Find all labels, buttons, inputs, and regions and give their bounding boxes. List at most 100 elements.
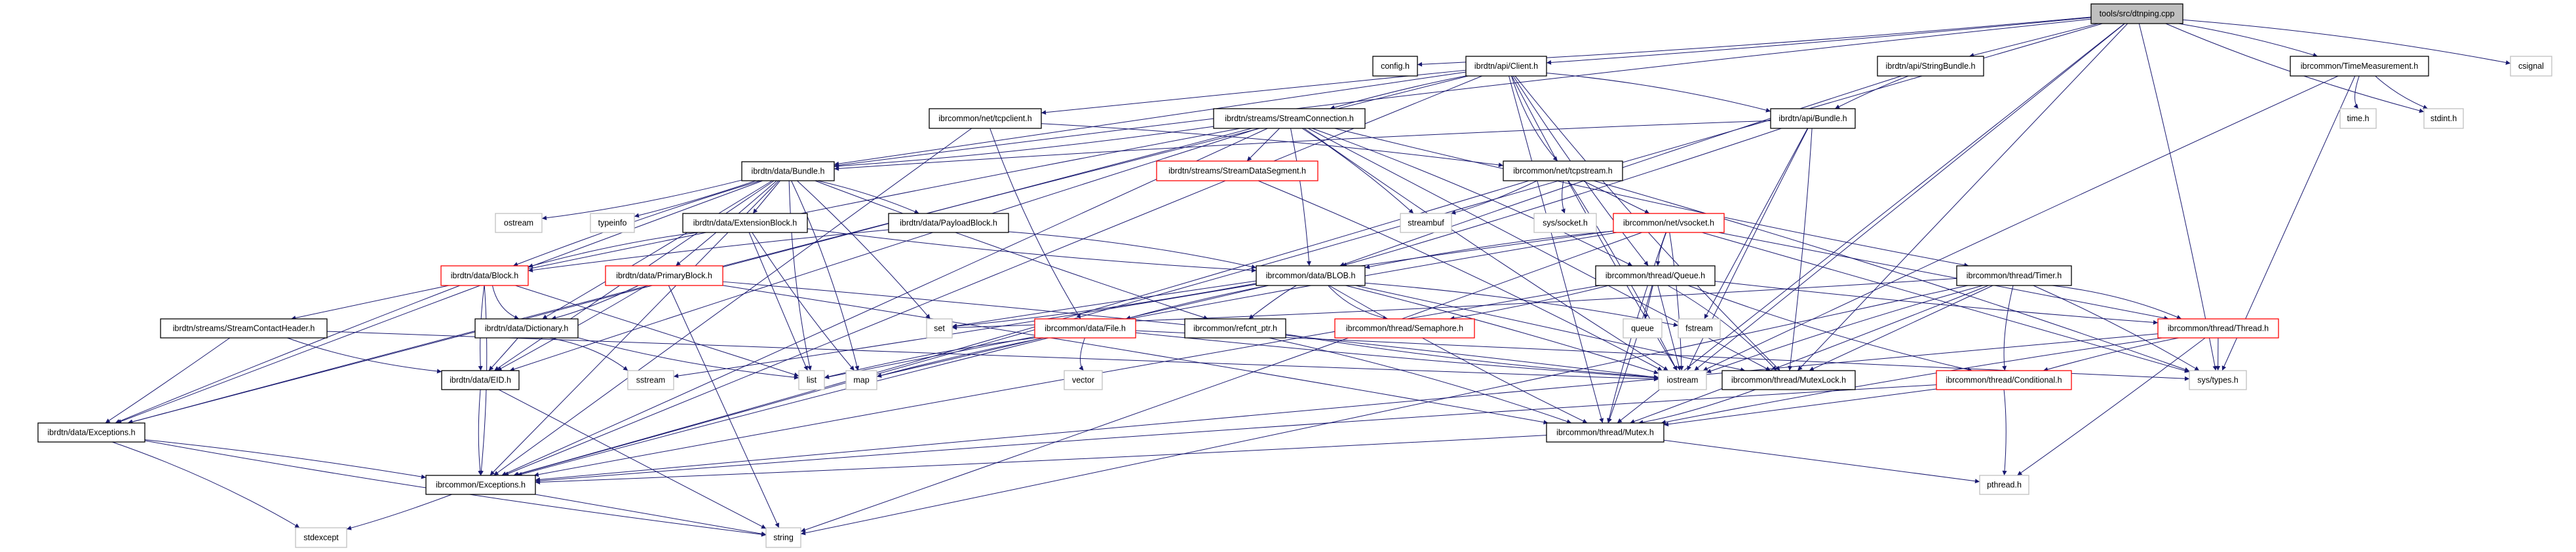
edge-queue_h-to-semaphore <box>1450 285 1609 321</box>
edge-dictionary-to-eid <box>488 337 518 371</box>
node-box <box>1334 318 1475 339</box>
node-streamcontactheader[interactable]: ibrdtn/streams/StreamContactHeader.h <box>160 318 328 339</box>
edge-file-to-iostream <box>1135 332 1659 380</box>
node-config[interactable]: config.h <box>1372 56 1418 77</box>
node-box <box>1623 318 1663 339</box>
node-mutexlock[interactable]: ibrcommon/thread/MutexLock.h <box>1721 370 1856 390</box>
edge-timer-to-mutexlock <box>1809 285 1993 371</box>
node-label: ibrdtn/data/Exceptions.h <box>47 428 135 437</box>
edge-dtnping-to-csignal <box>2182 19 2511 65</box>
edge-block-to-dictionary <box>491 285 520 320</box>
edge-thread-to-mutex <box>1661 337 2163 425</box>
node-label: pthread.h <box>1987 481 2022 490</box>
node-box <box>495 213 543 233</box>
node-label: string <box>773 533 794 542</box>
edge-timer-to-iostream <box>1706 285 1984 373</box>
node-exceptions[interactable]: ibrcommon/Exceptions.h <box>425 475 536 495</box>
edge-conditional-to-exceptions <box>535 384 1937 483</box>
node-queue_h[interactable]: ibrcommon/thread/Queue.h <box>1595 265 1716 286</box>
node-eid[interactable]: ibrdtn/data/EID.h <box>441 370 520 390</box>
edge-extensionblock-to-block <box>528 232 699 268</box>
node-mutex[interactable]: ibrcommon/thread/Mutex.h <box>1546 422 1664 443</box>
node-timer[interactable]: ibrcommon/thread/Timer.h <box>1956 265 2072 286</box>
node-apibundle[interactable]: ibrdtn/api/Bundle.h <box>1770 108 1856 129</box>
node-box <box>1465 56 1547 77</box>
node-label: fstream <box>1685 324 1713 333</box>
edge-primaryblock-to-dictionary <box>551 285 639 320</box>
node-box <box>2157 318 2279 339</box>
node-streamdatasegment[interactable]: ibrdtn/streams/StreamDataSegment.h <box>1156 160 1318 181</box>
node-box <box>1372 56 1418 77</box>
node-timemeasurement[interactable]: ibrcommon/TimeMeasurement.h <box>2290 56 2429 77</box>
node-label: stdexcept <box>303 533 339 542</box>
node-conditional[interactable]: ibrcommon/thread/Conditional.h <box>1936 370 2072 390</box>
node-dtnping[interactable]: tools/src/dtnping.cpp <box>2090 3 2183 24</box>
edge-databundle-to-list <box>788 180 812 371</box>
node-client[interactable]: ibrdtn/api/Client.h <box>1465 56 1547 77</box>
node-box <box>1658 370 1707 390</box>
node-label: typeinfo <box>598 219 627 228</box>
node-label: ibrdtn/streams/StreamContactHeader.h <box>173 324 315 333</box>
edge-dtnping-to-timemeasurement <box>2178 23 2318 58</box>
edge-mutexlock-to-mutex <box>1638 389 1756 425</box>
edge-file-to-vector <box>1079 337 1085 371</box>
edge-timer-to-thread <box>2052 285 2182 320</box>
node-map: map <box>845 370 877 390</box>
node-block[interactable]: ibrdtn/data/Block.h <box>440 265 529 286</box>
node-box <box>1546 422 1664 443</box>
node-refcnt[interactable]: ibrcommon/refcnt_ptr.h <box>1184 318 1286 339</box>
edge-primaryblock-to-string <box>668 285 780 528</box>
edge-dtnping-to-mutexlock <box>1797 23 2128 371</box>
edge-stringbundle-to-blob <box>1339 75 1902 267</box>
node-label: ibrdtn/data/Bundle.h <box>752 167 825 176</box>
node-stringbundle[interactable]: ibrdtn/api/StringBundle.h <box>1877 56 1984 77</box>
edge-databundle-to-map <box>791 180 860 371</box>
node-box <box>2189 370 2247 390</box>
edge-thread-to-pthread <box>2017 337 2206 476</box>
node-box <box>425 475 536 495</box>
node-tcpstream[interactable]: ibrcommon/net/tcpstream.h <box>1503 160 1623 181</box>
edge-streamconnection-to-databundle <box>834 126 1214 169</box>
node-semaphore[interactable]: ibrcommon/thread/Semaphore.h <box>1334 318 1475 339</box>
edge-timemeasurement-to-stdint <box>2375 75 2429 109</box>
edge-queue_h-to-iostream <box>1657 285 1682 371</box>
edge-streamdatasegment-to-iostream <box>1258 180 1663 371</box>
node-thread[interactable]: ibrcommon/thread/Thread.h <box>2157 318 2279 339</box>
node-box <box>1770 108 1856 129</box>
node-label: ibrdtn/data/Block.h <box>451 271 519 280</box>
node-systypes: sys/types.h <box>2189 370 2247 390</box>
node-box <box>474 318 579 339</box>
node-extensionblock[interactable]: ibrdtn/data/ExtensionBlock.h <box>682 213 808 233</box>
node-file[interactable]: ibrcommon/data/File.h <box>1034 318 1136 339</box>
node-databundle[interactable]: ibrdtn/data/Bundle.h <box>741 161 835 181</box>
edge-queue_h-to-mutexlock <box>1667 285 1777 371</box>
node-dictionary[interactable]: ibrdtn/data/Dictionary.h <box>474 318 579 339</box>
edge-file-to-map <box>876 337 1045 378</box>
node-vsocket[interactable]: ibrcommon/net/vsocket.h <box>1613 213 1725 233</box>
node-sstream: sstream <box>627 370 674 390</box>
node-primaryblock[interactable]: ibrdtn/data/PrimaryBlock.h <box>605 265 723 286</box>
node-blob[interactable]: ibrcommon/data/BLOB.h <box>1256 265 1366 286</box>
edge-dtnping-to-iostream <box>1694 23 2125 371</box>
edge-streamcontactheader-to-dataexceptions <box>105 337 231 424</box>
edge-databundle-to-refcnt <box>815 180 1208 320</box>
edge-databundle-to-typeinfo <box>634 180 756 218</box>
edge-client-to-tcpclient <box>1041 69 1467 115</box>
node-box <box>926 318 953 339</box>
node-box <box>1936 370 2072 390</box>
node-syssocket: sys/socket.h <box>1533 213 1597 233</box>
node-streamconnection[interactable]: ibrdtn/streams/StreamConnection.h <box>1213 108 1366 129</box>
edge-conditional-to-pthread <box>2002 389 2007 476</box>
node-ostream: ostream <box>495 213 543 233</box>
edge-timemeasurement-to-time <box>2353 75 2360 109</box>
edge-queue_h-to-thread <box>1714 281 2159 325</box>
node-payloadblock[interactable]: ibrdtn/data/PayloadBlock.h <box>888 213 1009 233</box>
edge-streamcontactheader-to-eid <box>287 337 442 374</box>
node-label: ibrdtn/api/StringBundle.h <box>1886 62 1976 71</box>
edge-timer-to-string <box>800 285 1969 536</box>
node-dataexceptions[interactable]: ibrdtn/data/Exceptions.h <box>37 422 145 443</box>
node-box <box>1503 160 1623 181</box>
edge-tcpstream-to-syssocket <box>1561 180 1566 214</box>
edge-tcpstream-to-vsocket <box>1583 180 1650 214</box>
node-tcpclient[interactable]: ibrcommon/net/tcpclient.h <box>929 108 1042 129</box>
